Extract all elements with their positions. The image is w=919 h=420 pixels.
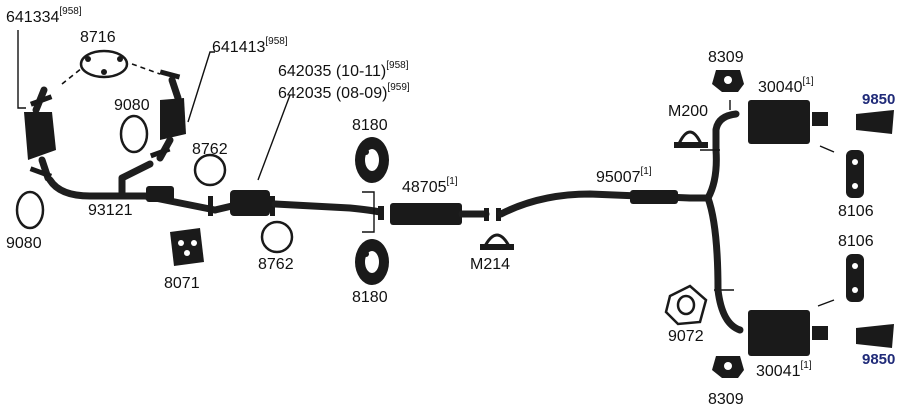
label-8716: 8716	[80, 30, 116, 46]
label-9080-lower: 9080	[6, 236, 42, 252]
label-30041: 30041[1]	[756, 364, 812, 380]
label-641413: 641413[958]	[212, 40, 288, 56]
label-9072: 9072	[668, 329, 704, 345]
gasket-8762-lower	[262, 222, 292, 252]
hanger-8106-lower	[846, 254, 864, 302]
label-642035-10-11: 642035 (10-11)[958]	[278, 64, 408, 80]
hanger-8309-upper	[712, 70, 744, 92]
label-30040: 30040[1]	[758, 80, 814, 96]
resonator-48705	[362, 192, 489, 232]
label-8762-upper: 8762	[192, 142, 228, 158]
muffler-30041	[718, 290, 834, 356]
hanger-8106-upper	[846, 150, 864, 198]
hanger-8309-lower	[712, 356, 744, 378]
hanger-8071	[170, 228, 204, 266]
gasket-9080-lower	[17, 192, 43, 228]
label-93121: 93121	[88, 203, 133, 219]
gasket-9072	[666, 286, 706, 324]
label-8106-lower: 8106	[838, 234, 874, 250]
label-m214: M214	[470, 257, 510, 273]
gasket-9080-upper	[121, 116, 147, 152]
label-8309-upper: 8309	[708, 50, 744, 66]
catalytic-converter-642035	[208, 190, 380, 216]
label-48705: 48705[1]	[402, 180, 458, 196]
hanger-8180-upper	[355, 137, 389, 183]
exhaust-tip-9850-lower	[856, 324, 894, 348]
muffler-30040	[716, 100, 834, 152]
label-9850-lower: 9850	[862, 352, 895, 367]
flange-gasket-8716	[81, 51, 127, 77]
exhaust-tip-9850-upper	[856, 110, 894, 134]
label-9850-upper: 9850	[862, 92, 895, 107]
catalytic-converter-left	[24, 90, 56, 179]
label-8180-lower: 8180	[352, 290, 388, 306]
label-642035-08-09: 642035 (08-09)[959]	[278, 86, 410, 102]
catalytic-converter-right	[150, 69, 186, 158]
tailpipe-assembly-95007	[496, 130, 734, 290]
label-m200: M200	[668, 104, 708, 120]
label-8106-upper: 8106	[838, 204, 874, 220]
hanger-8180-lower	[355, 239, 389, 285]
label-641334: 641334[958]	[6, 10, 82, 26]
label-8071: 8071	[164, 276, 200, 292]
clamp-m200	[674, 132, 708, 148]
label-8762-lower: 8762	[258, 257, 294, 273]
label-95007: 95007[1]	[596, 170, 652, 186]
gasket-8762-upper	[195, 155, 225, 185]
label-8180-upper: 8180	[352, 118, 388, 134]
label-9080-upper: 9080	[114, 98, 150, 114]
clamp-m214	[480, 235, 514, 250]
label-8309-lower: 8309	[708, 392, 744, 408]
